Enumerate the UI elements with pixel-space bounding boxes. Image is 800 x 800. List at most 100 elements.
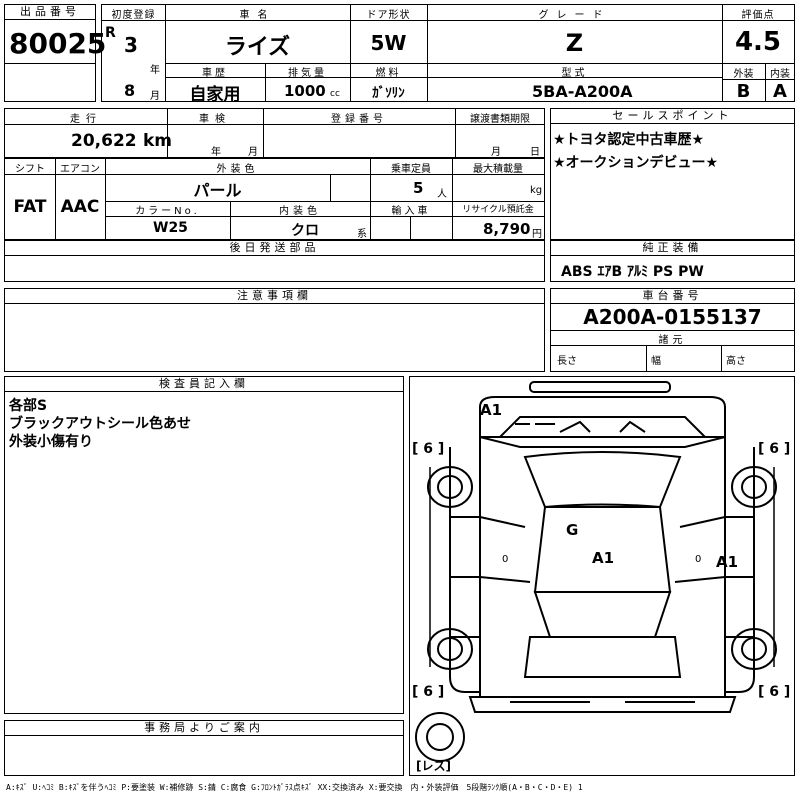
transfer-month-unit: 月 <box>491 147 501 158</box>
top-grid: 初度登録 車名 ドア形状 グレード 評価点 R 3 年 8 月 ライズ 5W Z… <box>101 4 795 105</box>
inspector-label: 検査員記入欄 <box>5 377 403 392</box>
dims-height: 高さ <box>726 356 746 367</box>
chassis-label: 車台番号 <box>551 289 794 304</box>
first-reg-label: 初度登録 <box>111 10 156 21</box>
inspection-year-unit: 年 <box>211 147 221 158</box>
dims-width: 幅 <box>651 356 661 367</box>
sales-point-line-2: ★オークションデビュー★ <box>553 155 719 171</box>
ext-score: B <box>736 81 751 102</box>
sales-point-box: セールスポイント ★トヨタ認定中古車歴★ ★オークションデビュー★ <box>550 108 795 240</box>
tire-fl-value: 6 <box>423 441 434 457</box>
displacement-label: 排気量 <box>288 68 327 79</box>
displacement-unit: cc <box>330 89 340 99</box>
aircon-label: エアコン <box>60 164 100 175</box>
exterior-color-label: 外装色 <box>216 164 259 175</box>
car-diagram-box: A1 G A1 A1 0 0 [ 6 ] [ 6 ] [ 6 ] [ 6 ] [… <box>409 376 795 776</box>
score-value: 4.5 <box>734 27 782 57</box>
chassis-value: A200A-0155137 <box>583 305 762 329</box>
zero-right: 0 <box>695 554 702 565</box>
car-name: ライズ <box>224 35 291 60</box>
legend-text: A:ｷｽﾞ U:ﾍｺﾐ B:ｷｽﾞを伴うﾍｺﾐ P:要塗装 W:補修跡 S:錆 … <box>6 783 583 792</box>
tire-fl: [ 6 ] <box>412 441 445 457</box>
mileage-label: 走行 <box>70 114 102 125</box>
exterior-color-value: パール <box>193 181 242 200</box>
lot-number: 80025 <box>9 27 107 60</box>
shift-label: シフト <box>15 164 45 175</box>
later-parts-label: 後日発送部品 <box>5 241 544 256</box>
inspector-line-2: ブラックアウトシール色あせ <box>9 416 191 432</box>
inspector-line-3: 外装小傷有り <box>9 434 93 450</box>
later-parts-box: 後日発送部品 <box>4 240 545 282</box>
chassis-box: 車台番号 A200A-0155137 諸元 長さ 幅 高さ <box>550 288 795 372</box>
inspector-line-1: 各部S <box>9 398 48 414</box>
tire-rr: [ 6 ] <box>758 684 791 700</box>
recycle-value: 8,790 <box>483 220 531 238</box>
score-label: 評価点 <box>741 10 775 21</box>
mark-roof: G <box>566 521 579 539</box>
recycle-label: リサイクル預託金 <box>462 205 534 215</box>
capacity-label: 乗車定員 <box>391 164 431 175</box>
interior-color-value: クロ <box>291 223 319 239</box>
first-reg-year: 3 <box>124 33 138 57</box>
equipment-value: ABS ｴｱB ｱﾙﾐ PS PW <box>561 264 704 280</box>
lot-label: 出品番号 <box>5 5 95 20</box>
interior-color-label: 内装色 <box>279 206 321 217</box>
sales-point-line-1: ★トヨタ認定中古車歴★ <box>553 132 705 148</box>
door-type: 5W <box>370 31 407 55</box>
door-label: ドア形状 <box>366 10 411 21</box>
spare-tire-value: レス <box>421 759 446 773</box>
history-label: 車歴 <box>202 68 228 79</box>
fuel-label: 燃料 <box>375 68 402 79</box>
dims-label: 諸元 <box>658 335 687 346</box>
int-label: 内装 <box>770 69 790 80</box>
mark-right: A1 <box>716 553 739 571</box>
inspection-label: 車検 <box>199 114 231 125</box>
max-load-label: 最大積載量 <box>473 164 523 175</box>
first-reg-year-unit: 年 <box>150 65 160 76</box>
color-no-value: W25 <box>153 220 188 236</box>
aircon-value: AAC <box>60 197 100 217</box>
mileage-grid: 走行 車検 登録番号 譲渡書類期限 20,622 km 年 月 月 日 <box>4 108 545 158</box>
mark-front: A1 <box>480 401 503 419</box>
tire-fr: [ 6 ] <box>758 441 791 457</box>
tire-fr-value: 6 <box>769 441 780 457</box>
max-load-unit: kg <box>530 185 543 196</box>
office-label: 事務局よりご案内 <box>5 721 403 736</box>
transfer-label: 譲渡書類期限 <box>470 114 530 125</box>
dims-length: 長さ <box>557 356 577 367</box>
grade-label: グレード <box>538 10 611 21</box>
car-diagram <box>415 381 777 762</box>
tire-rr-value: 6 <box>769 684 780 700</box>
inspection-month-unit: 月 <box>248 147 258 158</box>
mileage-unit: km <box>143 131 173 151</box>
capacity-value: 5 <box>413 179 424 197</box>
interior-color-unit: 系 <box>357 229 367 240</box>
registration-label: 登録番号 <box>331 114 387 125</box>
recycle-unit: 円 <box>532 229 542 240</box>
transfer-day-unit: 日 <box>530 147 540 158</box>
shift-value: FAT <box>13 197 47 217</box>
capacity-unit: 人 <box>437 189 447 200</box>
fuel-value: ｶﾞｿﾘﾝ <box>372 86 405 101</box>
ext-label: 外装 <box>733 69 754 80</box>
history-value: 自家用 <box>189 85 241 105</box>
lot-box: 出品番号 80025 <box>4 4 106 102</box>
model-value: 5BA-A200A <box>532 82 633 101</box>
displacement-value: 1000 <box>284 82 326 100</box>
zero-left: 0 <box>502 554 509 565</box>
first-reg-era: R <box>105 25 116 41</box>
spare-tire-label: [レス] <box>416 759 451 773</box>
int-score: A <box>773 81 787 102</box>
grade-value: Z <box>565 29 584 57</box>
notes-box: 注意事項欄 <box>4 288 545 372</box>
mark-center: A1 <box>592 549 615 567</box>
tire-rl-value: 6 <box>423 684 434 700</box>
office-box: 事務局よりご案内 <box>4 720 404 776</box>
import-label: 輸入車 <box>391 206 431 217</box>
sales-point-label: セールスポイント <box>551 109 794 124</box>
model-label: 型式 <box>561 68 588 79</box>
equipment-box: 純正装備 ABS ｴｱB ｱﾙﾐ PS PW <box>550 240 795 282</box>
inspector-box: 検査員記入欄 各部S ブラックアウトシール色あせ 外装小傷有り <box>4 376 404 714</box>
spec-grid: シフト エアコン 外装色 乗車定員 最大積載量 FAT AAC パール 5 人 … <box>4 158 545 240</box>
mileage-value: 20,622 <box>71 131 137 151</box>
